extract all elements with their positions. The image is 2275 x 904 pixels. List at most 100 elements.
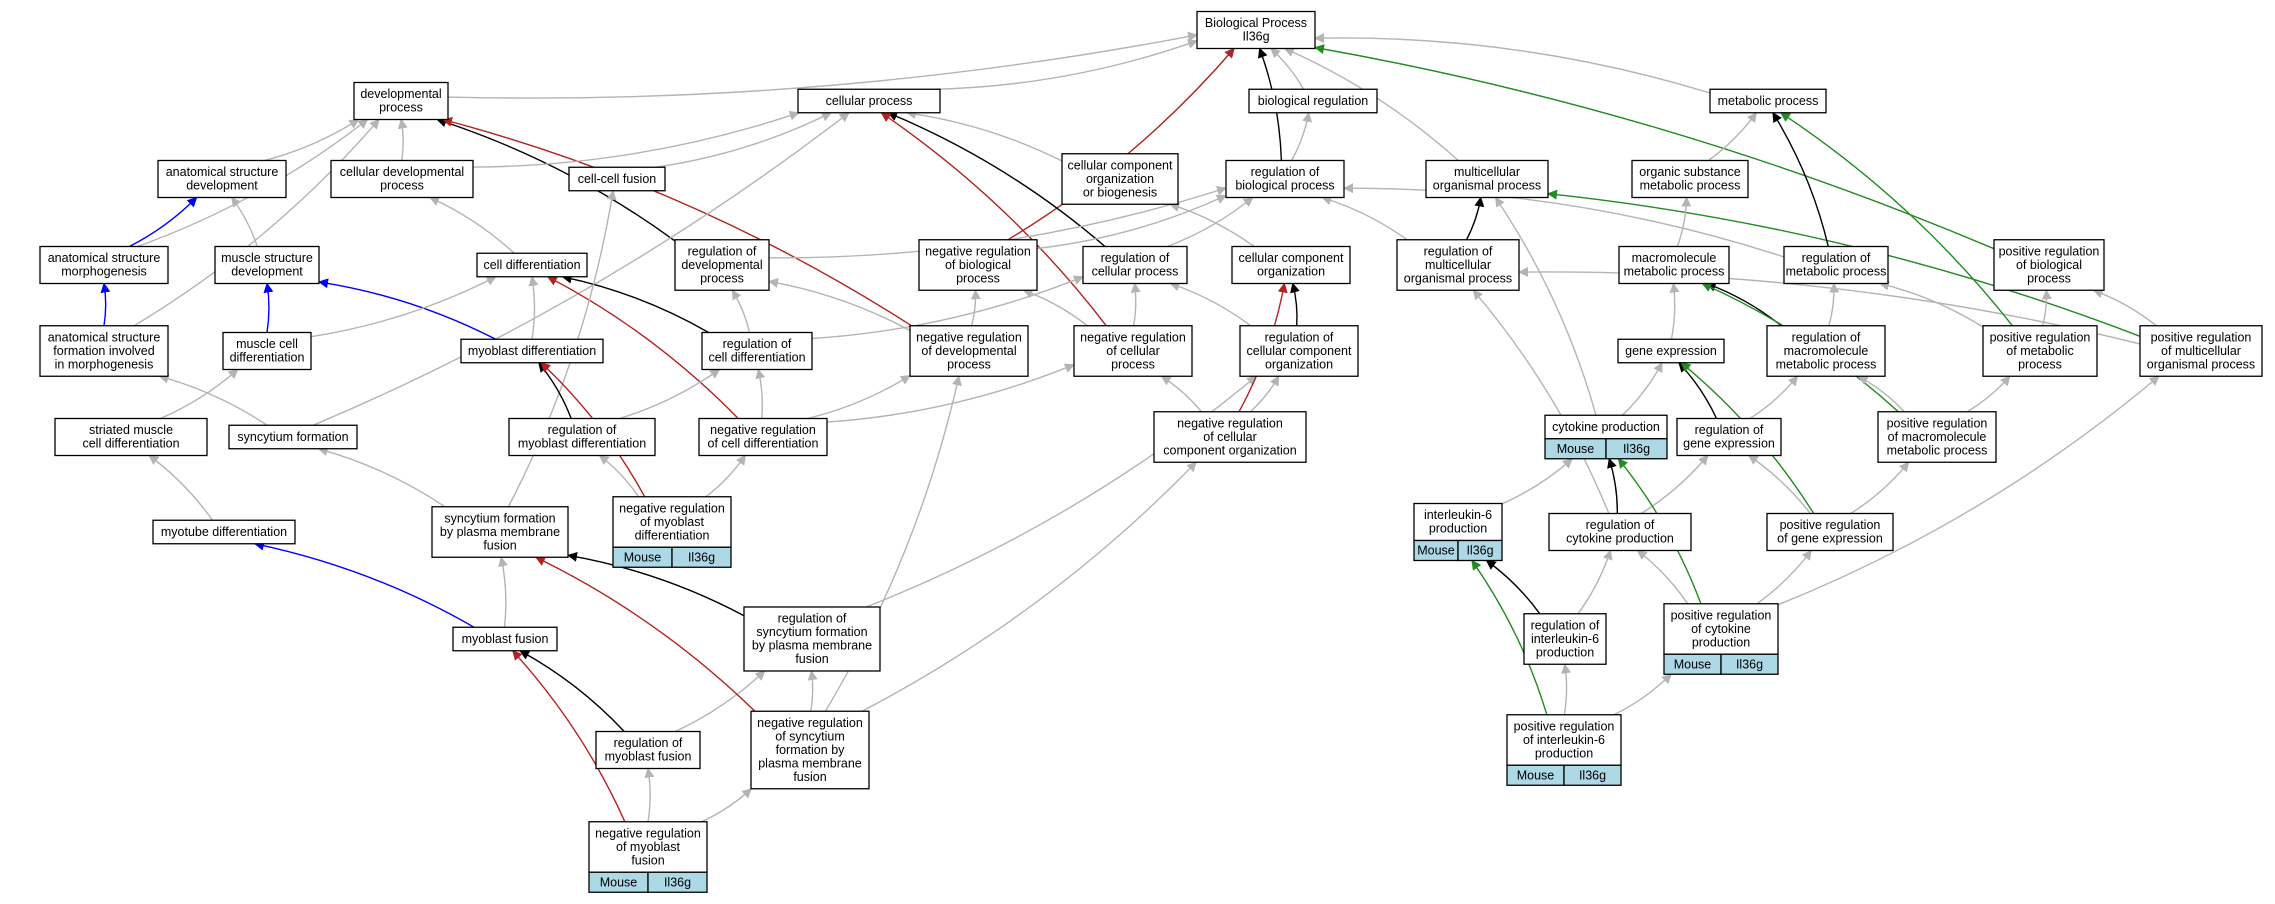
edge-is-a [312,112,850,426]
term-box [39,245,169,285]
term-box [508,417,656,457]
edge-is-a [1169,202,1255,248]
term-box [452,626,558,652]
edge-is-a [447,31,1198,99]
edge-negatively-regulates [880,112,1107,327]
species-label: Mouse [1417,544,1455,558]
gene-label: Il36g [688,550,715,564]
term-label-line: differentiation [230,351,305,365]
term-label-line: myoblast fusion [605,750,692,764]
term-label-line: regulation of [614,736,683,750]
edge-is-a [1676,196,1692,247]
term-label-line: metabolic process [1624,265,1725,279]
edge-negatively-regulates [442,116,912,327]
edge-is-a [231,196,258,247]
edge-is-a [675,670,766,733]
term-label-line: macromolecule [1632,251,1717,265]
edge-is-a [1130,282,1141,326]
term-box [918,239,1038,291]
edge-is-a [1494,196,1597,416]
term-label-line: cytokine production [1552,420,1660,434]
term-label-line: cell-cell fusion [578,172,657,186]
edge-is-a [1878,280,1984,328]
term-label-line: muscle structure [221,251,313,265]
term-box [1231,245,1351,285]
term-box [1617,338,1725,364]
edge-positively-regulates [1779,112,2014,327]
term-box [39,325,169,377]
term-box [1709,88,1827,114]
term-label-line: of myoblast [616,840,680,854]
edge-is-a [1169,281,1252,327]
term-label-line: syncytium formation [756,625,867,639]
term-label-line: regulation of [1792,330,1861,344]
edge-is-a [317,446,446,508]
edge-positively-regulates [1547,189,2141,337]
term-label-line: production [1429,522,1487,536]
term-label-line: of metabolic [2006,344,2073,358]
edge-positively-regulates [1314,44,1995,250]
edge-is-a [705,454,746,498]
term-label-line: fusion [483,538,516,552]
term-label-line: negative regulation [619,501,725,515]
term-label-line: process [700,271,744,285]
term-box [1061,153,1179,205]
term-box [330,159,474,199]
term-box [1153,411,1307,463]
term-box [2139,325,2263,377]
gene-cell [647,871,708,893]
term-label-line: gene expression [1683,437,1775,451]
term-label-line: production [1692,635,1750,649]
term-label-line: myotube differentiation [161,525,287,539]
term-label-line: regulation of [1531,618,1600,632]
term-label-line: process [2018,357,2062,371]
term-label-line: myoblast differentiation [468,344,596,358]
term-label-line: regulation of [1586,518,1655,532]
edge-part-of [129,196,198,248]
term-label-line: of cytokine [1691,622,1751,636]
term-label-line: cellular process [1092,265,1179,279]
term-label-line: multicellular [1425,258,1491,272]
term-box [568,166,666,192]
term-label-line: biological process [1235,179,1334,193]
term-label-line: formation by [776,743,846,757]
term-label-line: myoblast differentiation [518,437,646,451]
term-label-line: cellular developmental [340,165,464,179]
term-label-line: positive regulation [1780,518,1881,532]
edge-is-a [1577,549,1613,615]
term-label-line: process [379,101,423,115]
term-box [1783,245,1889,285]
term-label-line: cellular process [826,94,913,108]
edge-is-a [1290,111,1313,161]
edge-is-a [1472,289,1610,514]
term-label-line: of macromolecule [1888,430,1987,444]
term-label-line: cell differentiation [708,351,805,365]
edge-is-a [1857,375,1905,413]
term-box [54,417,208,457]
edge-regulates [1290,282,1300,326]
edge-is-a [932,39,1198,90]
edge-is-a [148,454,214,521]
edge-part-of [263,282,274,333]
go-term-geneexp: gene expression [1617,338,1725,364]
term-label-line: gene expression [1625,344,1717,358]
term-box [1993,239,2105,291]
edge-is-a [1249,375,1280,413]
edge-regulates [436,117,676,242]
term-label-line: of biological [945,258,1011,272]
term-label-line: cell differentiation [483,258,580,272]
edge-regulates [519,650,625,732]
term-box [1225,159,1345,199]
